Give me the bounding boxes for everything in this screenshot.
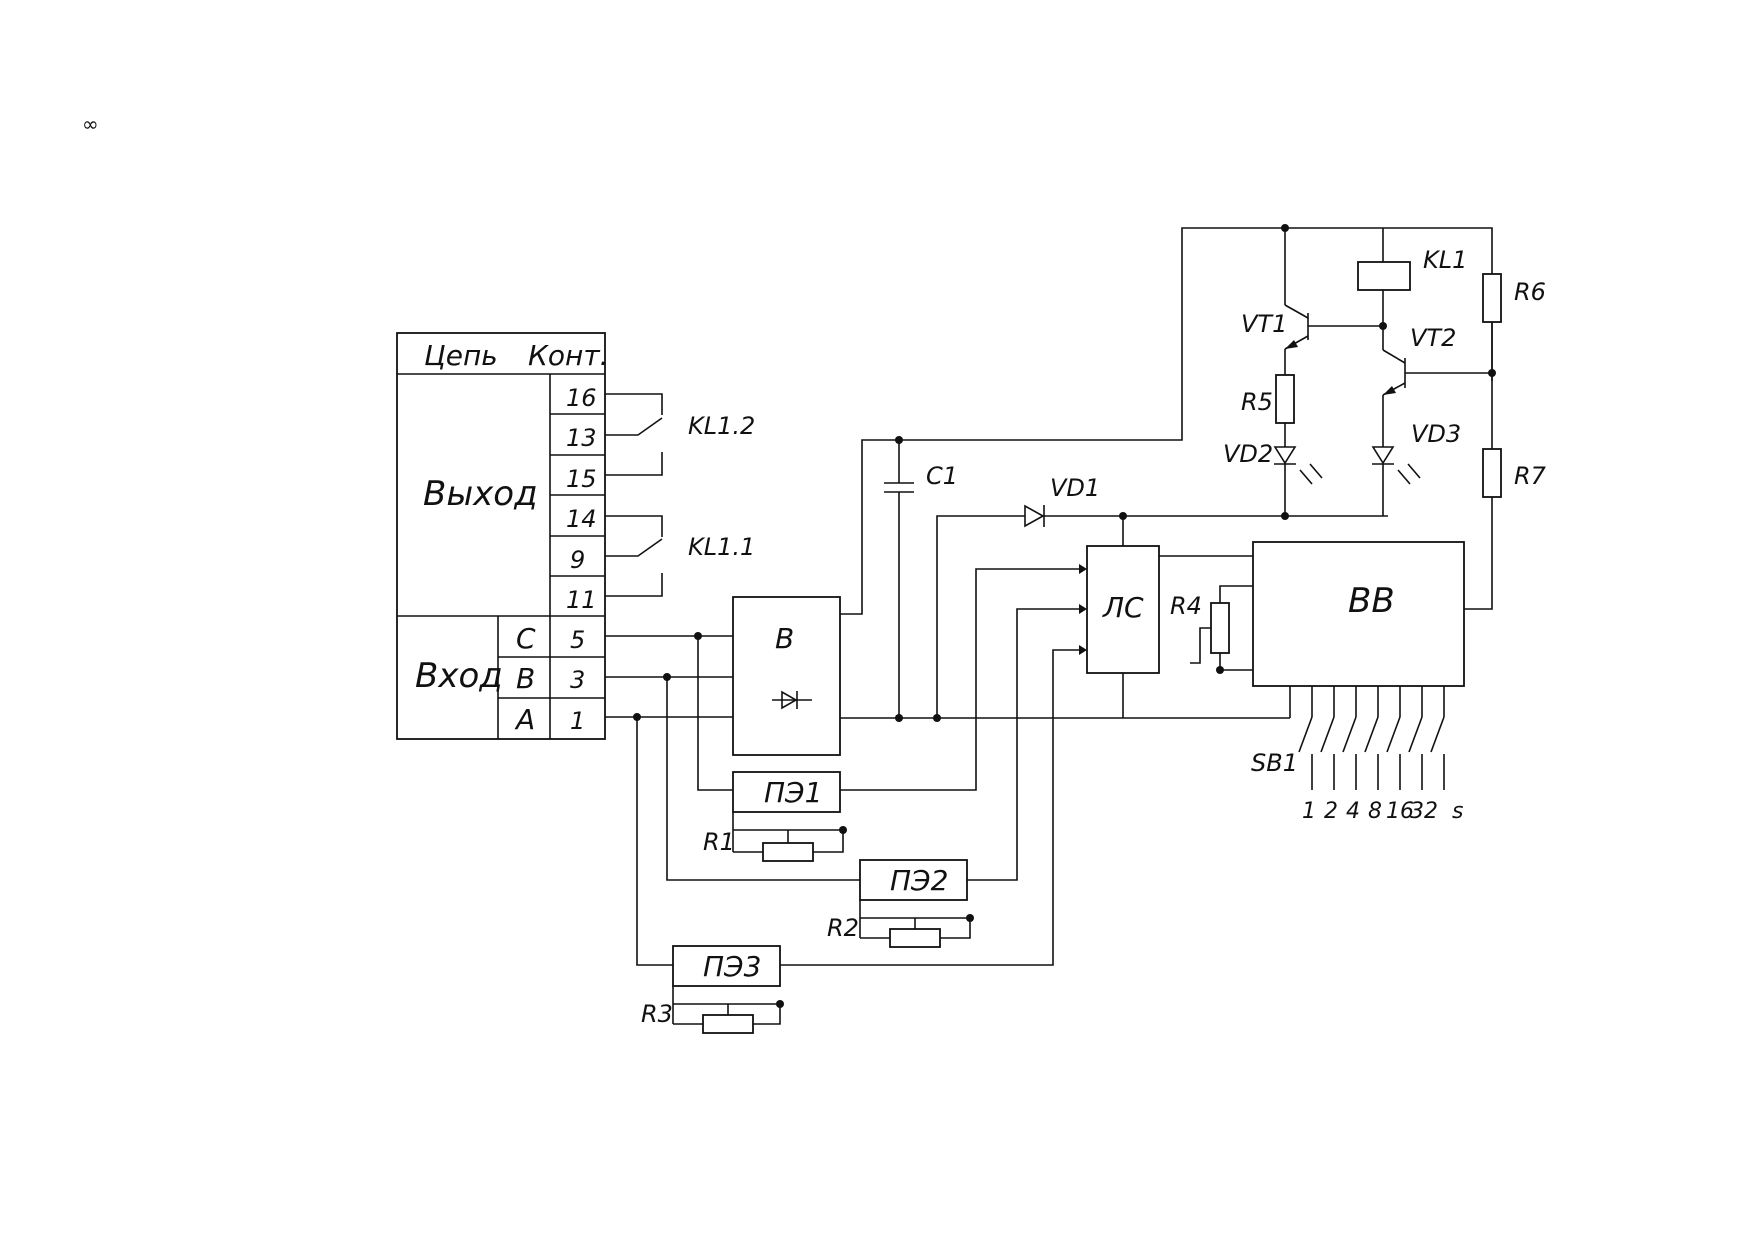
table-output-label: Выход xyxy=(423,474,538,514)
input-phase-a: A xyxy=(514,703,535,736)
table-header-circuit: Цепь xyxy=(424,339,498,372)
output-contact-9: 9 xyxy=(570,546,585,574)
output-contact-14: 14 xyxy=(566,505,597,533)
logic-block-ls: ЛС xyxy=(1086,545,1265,674)
table-header-contact: Конт. xyxy=(528,339,609,372)
page-mark: ∞ xyxy=(82,112,99,136)
label-pe1: ПЭ1 xyxy=(764,776,822,809)
table-input-label: Вход xyxy=(415,656,503,696)
output-stage: VT1 R5 VD2 KL1 VT2 VD3 R6 xyxy=(1223,228,1547,516)
label-sb1: SB1 xyxy=(1251,749,1298,777)
phase-wires xyxy=(605,632,860,966)
connection-table: Цепь Конт. Выход Вход 16 13 15 14 9 11 C… xyxy=(396,332,609,740)
label-r6: R6 xyxy=(1514,278,1546,306)
label-r7: R7 xyxy=(1514,462,1547,490)
input-contact-1: 1 xyxy=(570,707,585,735)
label-r3: R3 xyxy=(641,1000,673,1028)
supply-rails xyxy=(840,224,1493,722)
label-kl1-2: KL1.2 xyxy=(688,412,755,440)
label-r5: R5 xyxy=(1241,388,1273,416)
resistor-r4: R4 xyxy=(1170,585,1253,674)
block-vv: ВВ xyxy=(1252,497,1493,687)
label-r4: R4 xyxy=(1170,592,1202,620)
diode-vd1: VD1 xyxy=(936,474,1388,718)
switch-weight-8: 8 xyxy=(1368,799,1382,824)
switch-weight-s: s xyxy=(1452,799,1463,824)
input-contact-5: 5 xyxy=(570,626,585,654)
sensor-pe3: ПЭ3 R3 xyxy=(641,645,1087,1034)
switch-bank-sb1: SB1 1 2 4 8 16 32 s xyxy=(1251,686,1463,824)
input-phase-c: C xyxy=(516,622,536,655)
label-c1: C1 xyxy=(926,462,958,490)
output-contact-13: 13 xyxy=(566,424,597,452)
sensor-pe1: ПЭ1 R1 xyxy=(703,564,1087,862)
logic-label: ЛС xyxy=(1102,591,1144,624)
capacitor-c1: C1 xyxy=(884,440,958,718)
label-r1: R1 xyxy=(703,828,735,856)
label-vd3: VD3 xyxy=(1411,420,1461,448)
label-vt1: VT1 xyxy=(1241,310,1287,338)
switch-weight-1: 1 xyxy=(1302,799,1316,824)
label-vd1: VD1 xyxy=(1050,474,1100,502)
label-vd2: VD2 xyxy=(1223,440,1273,468)
switch-weight-2: 2 xyxy=(1324,799,1338,824)
label-vt2: VT2 xyxy=(1410,324,1456,352)
vv-label: ВВ xyxy=(1348,581,1395,621)
output-contact-15: 15 xyxy=(566,465,597,493)
input-contact-3: 3 xyxy=(570,666,585,694)
label-pe3: ПЭ3 xyxy=(703,950,761,983)
label-kl1: KL1 xyxy=(1423,246,1467,274)
label-kl1-1: KL1.1 xyxy=(688,533,755,561)
label-pe2: ПЭ2 xyxy=(890,864,948,897)
switch-weight-4: 4 xyxy=(1346,799,1360,824)
input-phase-b: B xyxy=(516,662,535,695)
label-r2: R2 xyxy=(827,914,859,942)
output-contact-16: 16 xyxy=(566,384,597,412)
relay-contacts-kl1-2: KL1.2 xyxy=(605,393,755,476)
rectifier-label: В xyxy=(775,622,794,655)
switch-weight-16: 16 xyxy=(1386,799,1414,824)
output-contact-11: 11 xyxy=(566,586,597,614)
rectifier-block: В xyxy=(732,596,841,756)
switch-weight-32: 32 xyxy=(1410,799,1438,824)
relay-contacts-kl1-1: KL1.1 xyxy=(605,515,755,597)
sensor-pe2: ПЭ2 R2 xyxy=(827,604,1087,948)
